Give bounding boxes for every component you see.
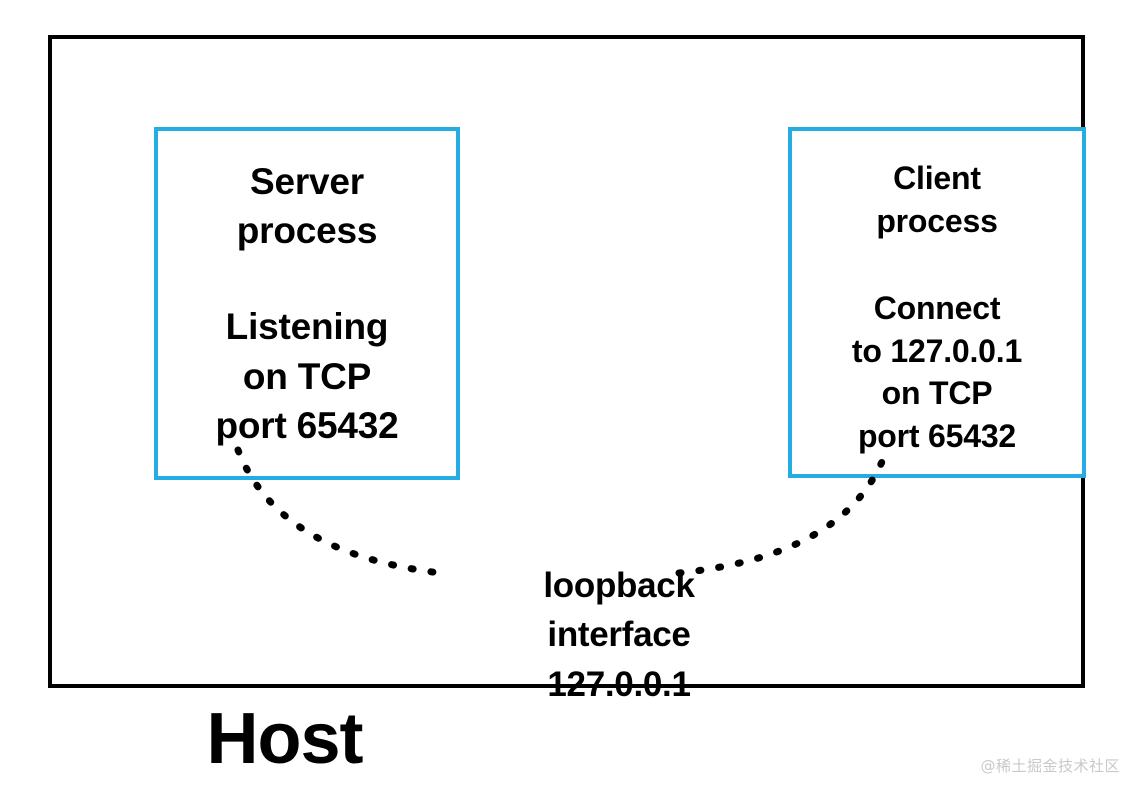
host-frame: Server process Listening on TCP port 654…: [48, 35, 1086, 704]
server-process-box[interactable]: Server process Listening on TCP port 654…: [154, 127, 460, 480]
loopback-interface-label: loopback interface 127.0.0.1: [543, 566, 695, 704]
server-process-title: Server process: [236, 161, 378, 252]
host-label: Host: [0, 703, 1134, 775]
server-process-details: Listening on TCP port 65432: [215, 306, 399, 446]
watermark: @稀土掘金技术社区: [980, 757, 1120, 775]
client-process-title: Client process: [876, 160, 998, 239]
client-process-box[interactable]: Client process Connect to 127.0.0.1 on T…: [788, 127, 1086, 478]
host-label-text: Host: [206, 699, 364, 779]
client-process-details: Connect to 127.0.0.1 on TCP port 65432: [851, 290, 1023, 454]
